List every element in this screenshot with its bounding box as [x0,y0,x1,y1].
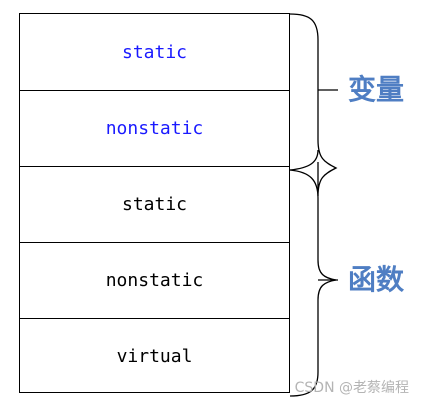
variable-brace-lower [290,149,319,171]
cell-function-nonstatic: nonstatic [20,242,289,318]
cell-label: static [121,194,188,215]
cell-label: nonstatic [105,118,204,139]
memory-layout-stack: static nonstatic static nonstatic virtua… [19,13,290,393]
cell-variable-static: static [20,14,289,90]
variable-brace [290,13,338,197]
group-label-functions: 函数 [348,263,405,296]
cell-label: static [121,41,188,63]
cell-label: virtual [116,346,193,367]
group-label-variables: 变量 [348,73,405,106]
cell-label: nonstatic [105,270,204,291]
function-brace [290,169,337,397]
cell-variable-nonstatic: nonstatic [20,90,289,166]
cell-function-static: static [20,166,289,242]
cell-function-virtual: virtual [20,318,289,394]
watermark: CSDN @老蔡编程 [294,380,409,396]
group-braces [290,13,338,397]
